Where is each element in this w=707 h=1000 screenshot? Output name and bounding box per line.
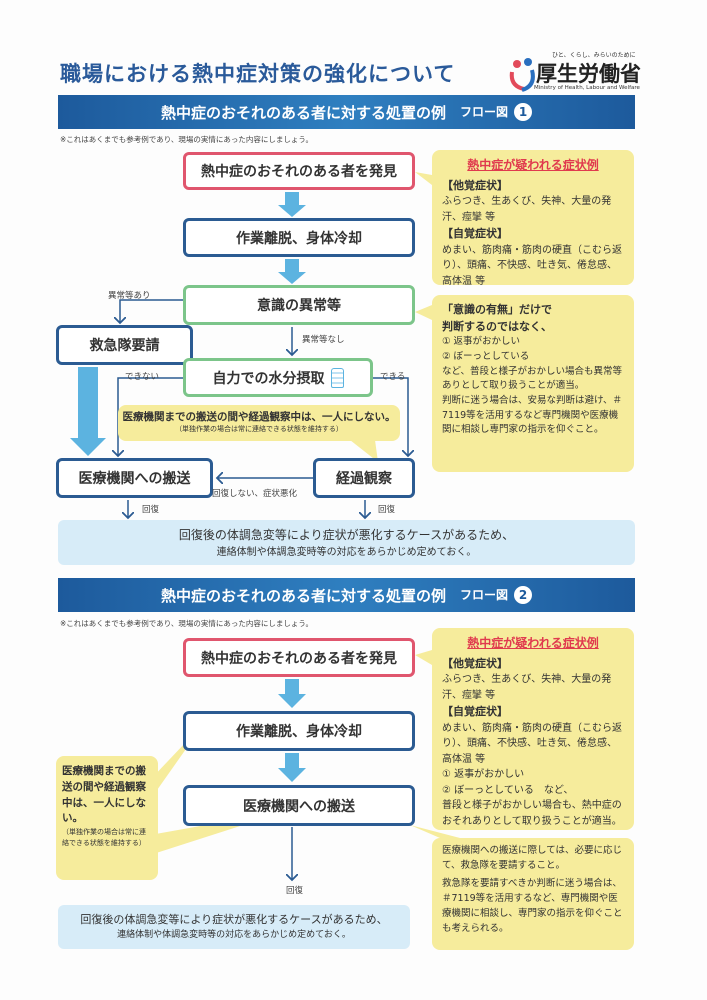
logo-english: Ministry of Health, Labour and Welfare [534,85,640,91]
judge-item: ② ぼーっとしている [442,350,530,362]
judge-line: 「意識の有無」だけで [442,303,552,316]
observation-box: 経過観察 [313,458,415,498]
symptom-text: 普段と様子がおかしい場合も、熱中症のおそれありとして取り扱うことが適当。 [442,800,622,827]
cooling-box: 作業離脱、身体冷却 [183,218,415,257]
follow-up-panel: 回復後の体調急変等により症状が悪化するケースがあるため、 連絡体制や体調急変時等… [58,520,635,565]
discover-box: 熱中症のおそれのある者を発見 [183,152,415,190]
flow1-banner-title: 熱中症のおそれのある者に対する処置の例 [160,103,446,122]
logo-tagline: ひと、くらし、みらいのために [552,52,636,59]
flow2-label: フロー図 [460,588,509,602]
symptoms-box: 熱中症が疑われる症状例 【他覚症状】 ふらつき、生あくび、失神、大量の発汗、痙攣… [432,628,634,830]
water-label: 自力での水分摂取 [212,370,325,387]
abnormal-no-label: 異常等なし [302,335,345,345]
mhlw-logo: ひと、くらし、みらいのために 厚生労働省 Ministry of Health,… [508,50,643,95]
discover-box: 熱中症のおそれのある者を発見 [183,638,415,677]
subjective-text: めまい、筋肉痛・筋肉の硬直（こむら返り）、頭痛、不快感、吐き気、倦怠感、高体温 … [442,722,622,765]
supervision-callout: 医療機関までの搬送の間や経過観察中は、一人にしない。 （単独作業の場合は常に連絡… [118,405,400,441]
flow1-number: 1 [514,103,533,121]
page-title: 職場における熱中症対策の強化について [60,62,456,86]
advice-box: 医療機関への搬送に際しては、必要に応じて、救急隊を要請すること。 救急隊を要請す… [432,838,634,950]
mhlw-logo-icon [509,58,535,92]
objective-heading: 【他覚症状】 [442,656,508,670]
judge-line: 判断するのではなく、 [442,320,552,334]
judge-text: など、普段と様子がおかしい場合も異常等ありとして取り扱うことが適当。 [442,365,623,392]
flow1-label: フロー図 [460,105,509,119]
advice-text: 救急隊を要請すべきか判断に迷う場合は、＃7119等を活用するなど、専門機関や医療… [442,878,623,934]
flow2-number: 2 [514,586,533,604]
consciousness-box: 意識の異常等 [183,285,415,325]
can-label: できる [380,372,406,382]
panel-line: 連絡体制や体調急変時等の対応をあらかじめ定めておく。 [216,547,477,558]
down-arrows [70,192,306,782]
callout-subtext: （単独作業の場合は常に連絡できる状態を維持する） [62,828,146,848]
flow2-banner: 熱中症のおそれのある者に対する処置の例 フロー図 2 [58,578,635,612]
ambulance-box: 救急隊要請 [56,325,193,365]
abnormal-yes-label: 異常等あり [108,291,151,301]
symptoms-heading: 熱中症が疑われる症状例 [467,636,599,650]
objective-heading: 【他覚症状】 [442,178,508,192]
callout-text: 医療機関までの搬送の間や経過観察中は、一人にしない。 [62,765,146,825]
panel-line: 回復後の体調急変等により症状が悪化するケースがあるため、 [178,528,515,542]
callout-subtext: （単独作業の場合は常に連絡できる状態を維持する） [175,425,343,433]
transport-box: 医療機関への搬送 [183,785,415,826]
water-bottle-icon [330,367,344,388]
subjective-text: めまい、筋肉痛・筋肉の硬直（こむら返り）、頭痛、不快感、吐き気、倦怠感、高体温 … [442,244,622,287]
cannot-label: できない [125,372,160,382]
flow2-note: ※これはあくまでも参考例であり、現場の実情にあった内容にしましょう。 [60,619,313,628]
judge-text: 判断に迷う場合は、安易な判断は避け、＃7119等を活用するなど専門機関や医療機関… [442,394,623,436]
callout-text: 医療機関までの搬送の間や経過観察中は、一人にしない。 [122,411,396,423]
follow-up-panel: 回復後の体調急変等により症状が悪化するケースがあるため、 連絡体制や体調急変時等… [58,905,410,949]
water-box: 自力での水分摂取 [183,358,373,397]
judge-item: ① 返事がおかしい [442,336,521,348]
recover-label: 回復 [286,886,304,896]
recover-label: 回復 [142,505,160,515]
flow1-banner: 熱中症のおそれのある者に対する処置の例 フロー図 1 [58,95,635,129]
subjective-heading: 【自覚症状】 [442,227,508,241]
flow2-banner-title: 熱中症のおそれのある者に対する処置の例 [160,586,446,605]
recover-label: 回復 [378,505,396,515]
subjective-heading: 【自覚症状】 [442,705,508,719]
symptom-item: ① 返事がおかしい [442,769,525,781]
cooling-box: 作業離脱、身体冷却 [183,711,415,751]
panel-line: 連絡体制や体調急変時等の対応をあらかじめ定めておく。 [117,930,351,940]
symptoms-box: 熱中症が疑われる症状例 【他覚症状】 ふらつき、生あくび、失神、大量の発汗、痙攣… [432,150,634,287]
judgement-box: 「意識の有無」だけで 判断するのではなく、 ① 返事がおかしい ② ぼーっとして… [432,295,634,472]
logo-name: 厚生労働省 [536,62,641,86]
symptom-item: ② ぼーっとしている など、 [442,784,574,796]
objective-text: ふらつき、生あくび、失神、大量の発汗、痙攣 等 [442,196,612,223]
supervision-callout: 医療機関までの搬送の間や経過観察中は、一人にしない。 （単独作業の場合は常に連絡… [56,756,158,880]
flow1-note: ※これはあくまでも参考例であり、現場の実情にあった内容にしましょう。 [60,135,313,144]
advice-text: 医療機関への搬送に際しては、必要に応じて、救急隊を要請すること。 [442,845,623,871]
no-recovery-label: 回復しない、症状悪化 [212,489,298,499]
panel-line: 回復後の体調急変等により症状が悪化するケースがあるため、 [80,913,388,926]
objective-text: ふらつき、生あくび、失神、大量の発汗、痙攣 等 [442,674,612,701]
transport-box: 医療機関への搬送 [56,458,213,498]
symptoms-heading: 熱中症が疑われる症状例 [467,158,599,172]
